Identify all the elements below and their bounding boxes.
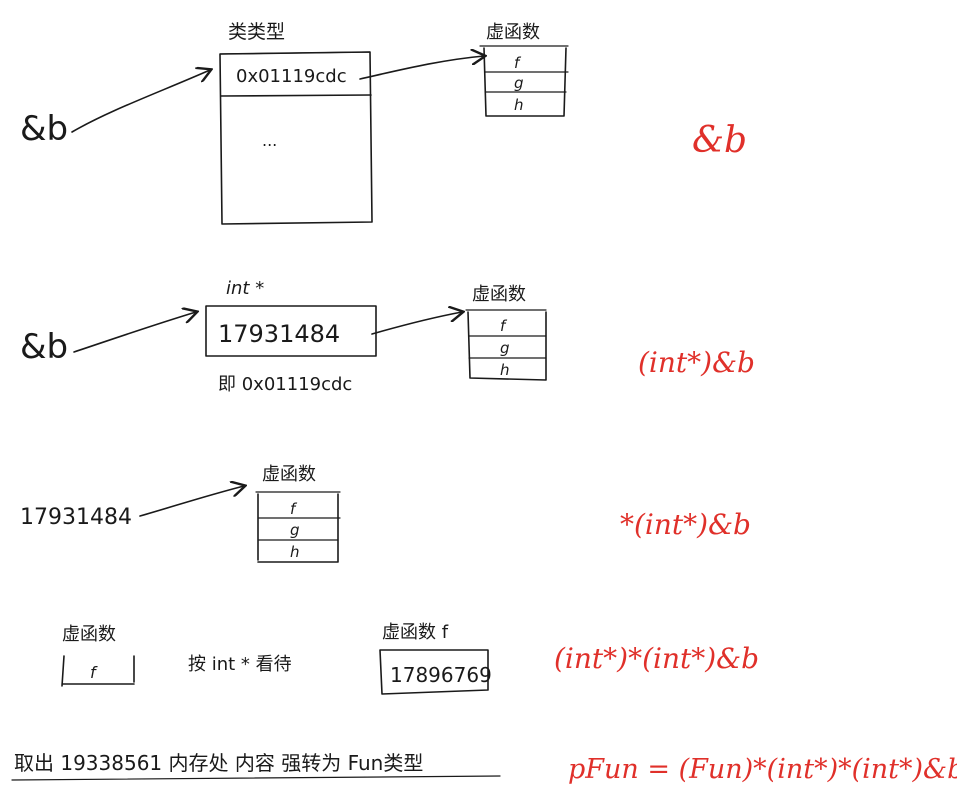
row5-expression: pFun = (Fun)*(int*)*(int*)&b [568, 754, 957, 785]
row2-arrow-to-vtable [371, 312, 462, 335]
row2-object-box [205, 305, 377, 357]
row5-group: 取出 19338561 内存处 内容 强转为 Fun类型 pFun = (Fun… [11, 751, 957, 785]
row1-vtable-entry-h: h [514, 96, 524, 114]
row1-object-ellipsis: ... [262, 131, 277, 150]
row2-object-title: int * [226, 278, 264, 299]
row2-object-note: 即 0x01119cdc [218, 374, 352, 395]
row4-vtable-title: 虚函数 [62, 624, 116, 645]
row1-group: &b 类类型 0x01119cdc ... 虚函数 f g h &b [20, 21, 747, 225]
row1-object-box-underline [219, 51, 371, 55]
row1-vtable-entry-g: g [514, 74, 524, 92]
row5-note: 取出 19338561 内存处 内容 强转为 Fun类型 [14, 751, 423, 775]
row4-middle-note: 按 int * 看待 [188, 654, 292, 675]
row3-vtable-entry-g: g [290, 521, 300, 539]
row3-expression: *(int*)&b [620, 508, 751, 541]
row2-vtable-title: 虚函数 [472, 284, 526, 305]
row1-object-divider [220, 94, 372, 97]
row4-vtable-box [61, 655, 135, 687]
row2-pointer-label: &b [20, 327, 68, 367]
row2-vtable-box [467, 311, 547, 381]
row3-vtable-box [257, 493, 339, 563]
row1-arrow-to-object [71, 70, 210, 133]
row4-expression: (int*)*(int*)&b [554, 642, 759, 675]
row4-group: 虚函数 f 按 int * 看待 虚函数 f 17896769 (int*)*(… [61, 622, 759, 695]
row3-vtable-entry-f: f [290, 500, 298, 518]
row1-expression: &b [692, 120, 747, 161]
row3-value-label: 17931484 [20, 505, 132, 530]
row2-arrow-to-object [73, 312, 196, 353]
row2-group: &b int * 17931484 即 0x01119cdc 虚函数 f g h… [20, 278, 755, 395]
row3-group: 17931484 虚函数 f g h *(int*)&b [20, 464, 751, 563]
row1-vtable-title: 虚函数 [486, 22, 540, 43]
row2-vtable-entry-f: f [500, 317, 508, 335]
row1-arrow-to-vtable [359, 56, 484, 80]
row4-right-title: 虚函数 f [382, 622, 449, 643]
row3-arrow-to-vtable [139, 486, 244, 517]
row5-note-underline [11, 775, 501, 781]
row4-right-value: 17896769 [390, 663, 492, 687]
row1-vtable-entry-f: f [514, 54, 522, 72]
row1-object-title: 类类型 [228, 21, 285, 43]
row2-vtable-entry-g: g [500, 339, 510, 357]
row2-object-value: 17931484 [218, 320, 340, 348]
row3-vtable-entry-h: h [290, 543, 300, 561]
row2-expression: (int*)&b [638, 346, 755, 379]
row2-vtable-entry-h: h [500, 361, 510, 379]
row4-vtable-entry-f: f [90, 663, 98, 682]
row1-vtable-box [483, 47, 567, 117]
row3-vtable-title: 虚函数 [262, 464, 316, 485]
row1-object-vptr-value: 0x01119cdc [236, 66, 347, 87]
row1-pointer-label: &b [20, 109, 68, 149]
row4-right-box [379, 649, 489, 695]
